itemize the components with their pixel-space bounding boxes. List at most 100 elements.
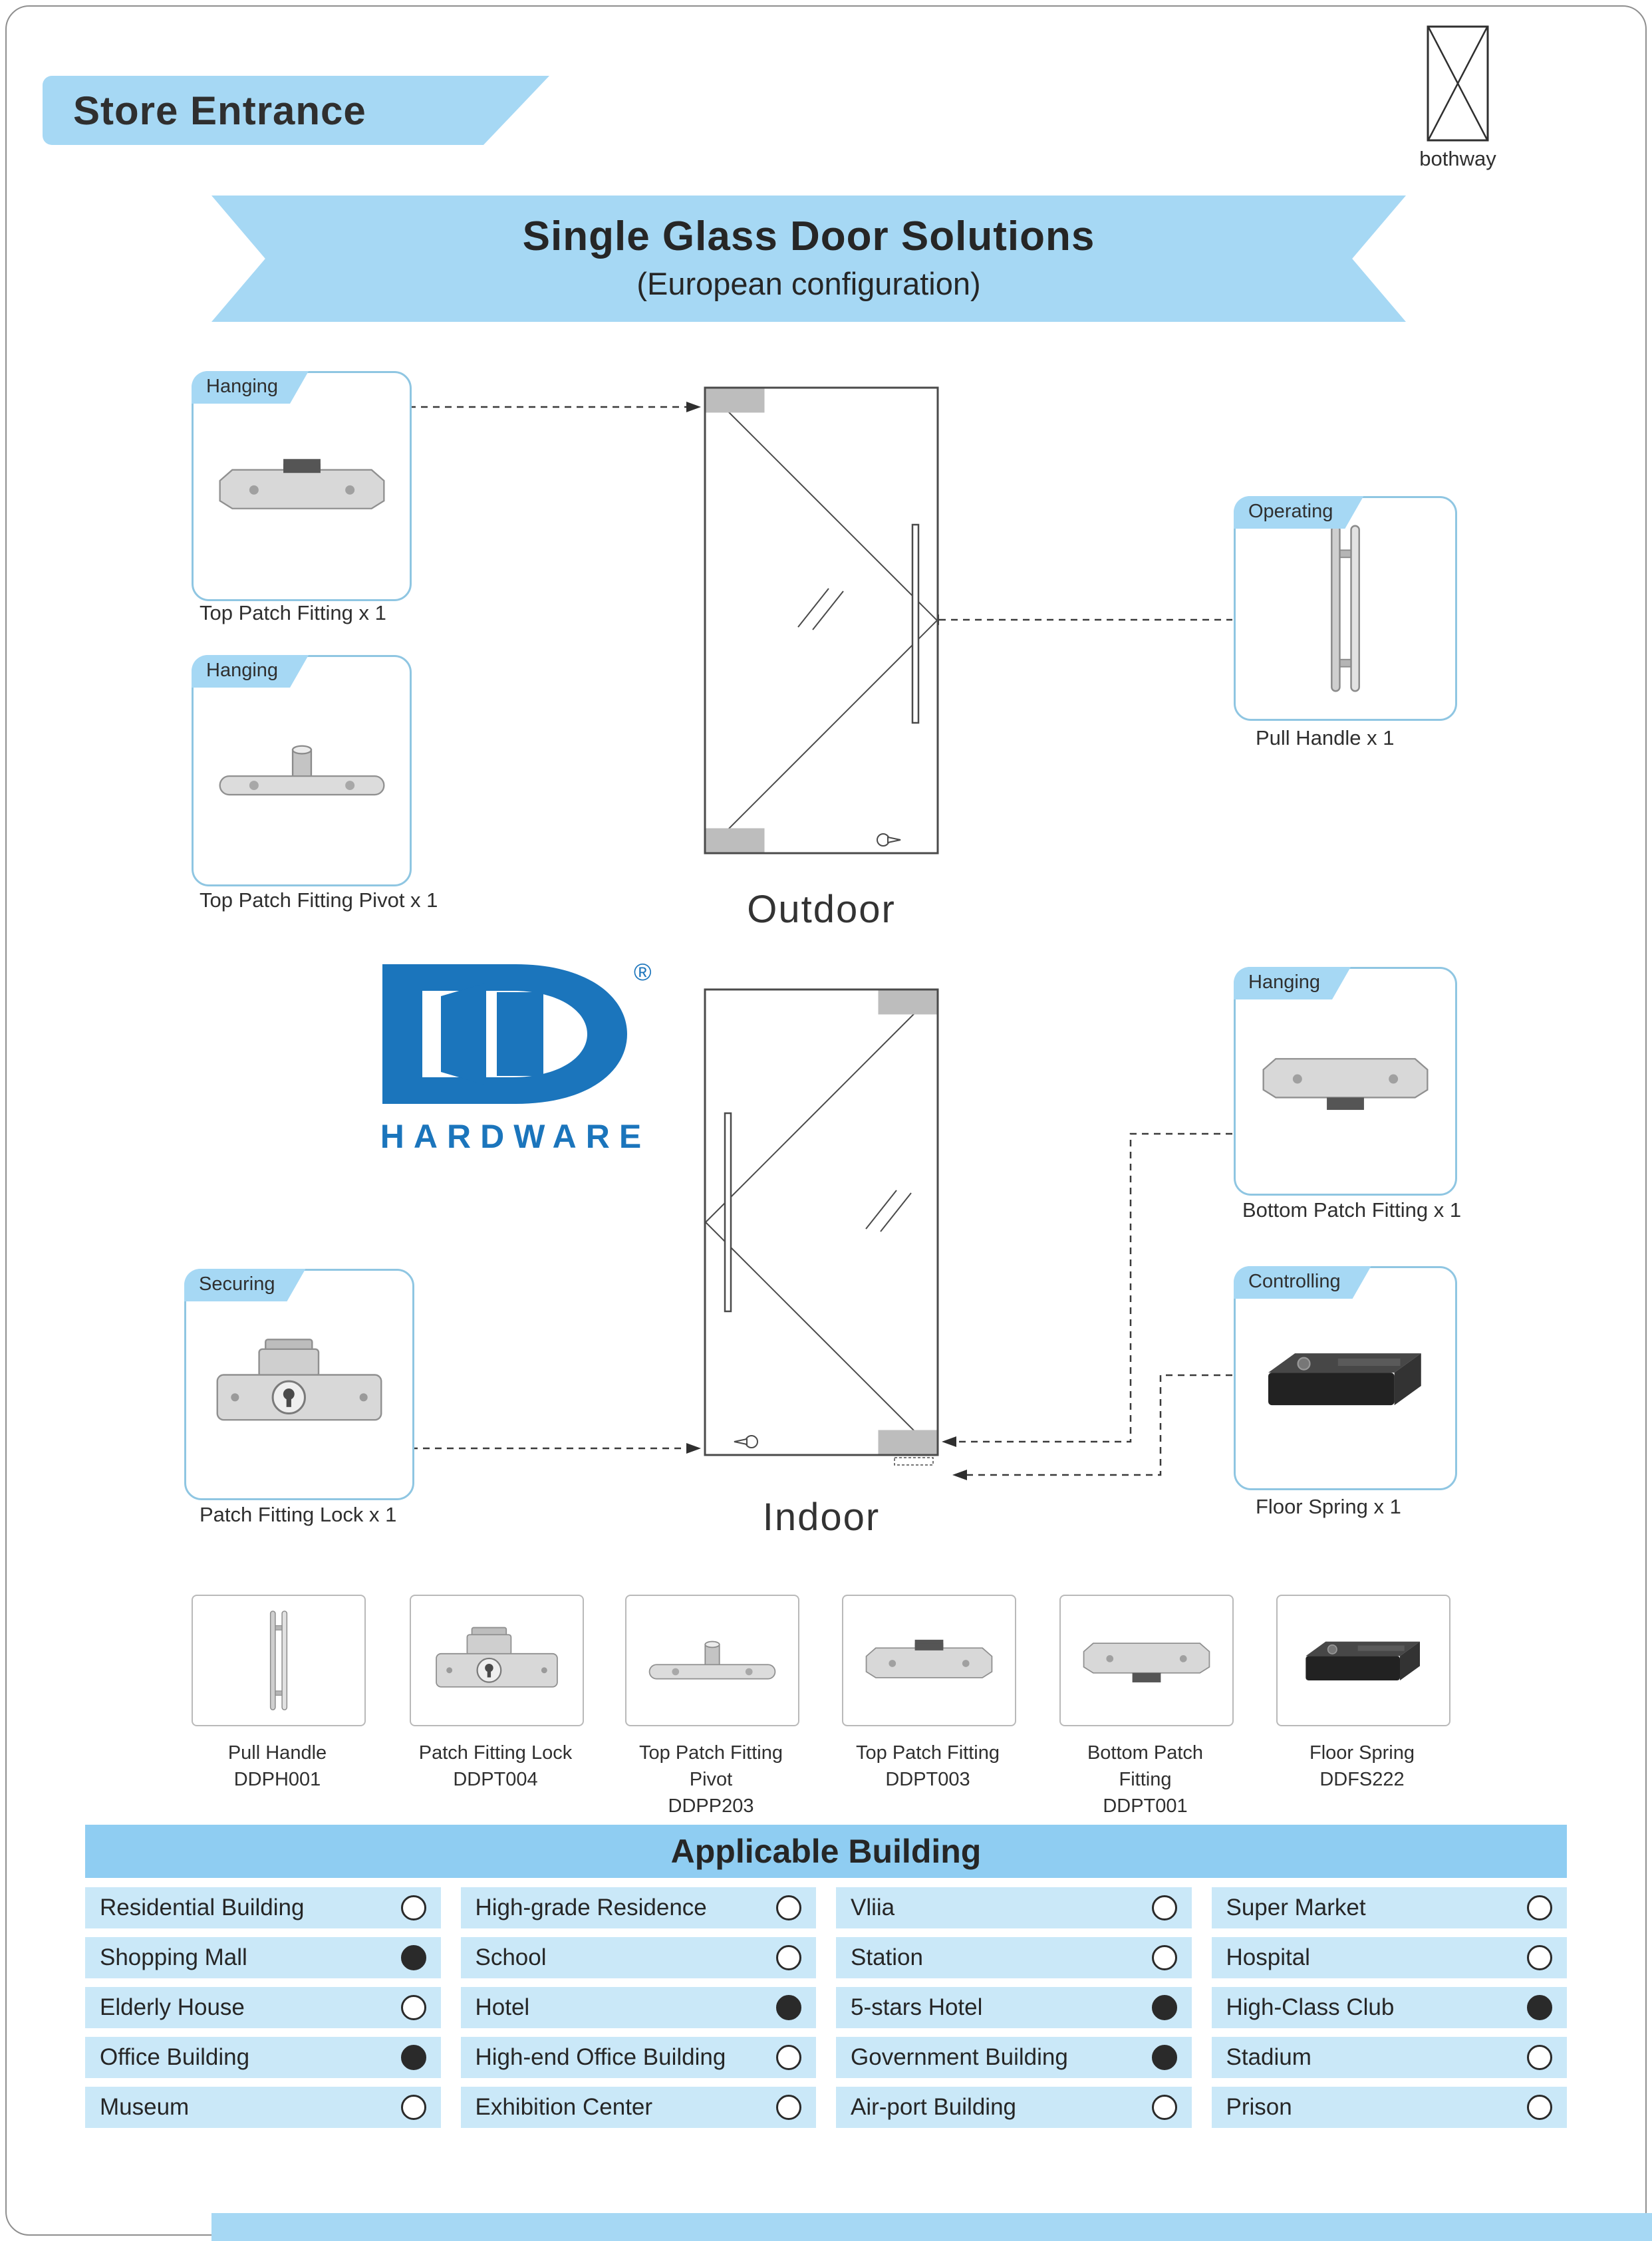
building-cell: Prison: [1211, 2087, 1567, 2128]
patch-fitting-lock-icon: [216, 1339, 382, 1421]
ribbon-title: Single Glass Door Solutions: [522, 213, 1095, 259]
callout-tag: Hanging: [192, 371, 309, 404]
callout-top-patch-fitting: Hanging: [192, 371, 412, 601]
building-cell: School: [460, 1937, 816, 1978]
company-logo: ® HARDWARE: [359, 956, 672, 1156]
top-patch-fitting-pivot-icon: [218, 745, 385, 796]
pull-handle-icon: [269, 1611, 288, 1710]
building-cell: Exhibition Center: [460, 2087, 816, 2128]
building-radio: [400, 2095, 426, 2120]
floor-spring-icon: [1268, 1353, 1421, 1405]
pull-handle-shape: [911, 523, 920, 724]
building-label: Exhibition Center: [475, 2094, 653, 2120]
top-patch-fitting-icon: [218, 459, 385, 509]
building-label: Elderly House: [100, 1994, 245, 2020]
registered-mark: ®: [634, 958, 652, 986]
pull-handle-shape: [724, 1112, 732, 1313]
callout-caption: Patch Fitting Lock x 1: [200, 1503, 397, 1526]
building-radio: [400, 2045, 426, 2070]
callout-caption: Top Patch Fitting x 1: [200, 601, 386, 624]
brand-name: bothway: [1419, 147, 1496, 170]
floor-spring-outline: [894, 1457, 934, 1466]
callout-tag: Hanging: [1234, 967, 1351, 999]
product-caption: Floor Spring DDFS222: [1276, 1740, 1448, 1793]
outdoor-door-diagram: [704, 386, 939, 855]
building-radio: [776, 1995, 801, 2020]
page-title: Store Entrance: [73, 88, 366, 133]
floor-spring-icon: [1306, 1641, 1420, 1680]
product-code: DDPT003: [885, 1769, 970, 1790]
building-radio: [776, 2095, 801, 2120]
lock-keyhole-icon: [877, 833, 901, 847]
product-code: DDPT004: [453, 1769, 538, 1790]
lock-keyhole-icon: [734, 1435, 758, 1448]
building-cell: High-Class Club: [1211, 1987, 1567, 2028]
callout-tag: Controlling: [1234, 1266, 1371, 1299]
building-label: High-end Office Building: [475, 2044, 726, 2070]
building-label: Stadium: [1226, 2044, 1311, 2070]
bottom-patch-fitting-block: [706, 828, 765, 853]
outdoor-label: Outdoor: [747, 888, 896, 931]
building-radio: [400, 1995, 426, 2020]
callout-caption: Floor Spring x 1: [1256, 1495, 1401, 1518]
building-radio: [1527, 1945, 1552, 1970]
footer-accent-bar: [211, 2213, 1652, 2241]
building-label: Residential Building: [100, 1895, 305, 1920]
product-name: Pull Handle: [227, 1742, 327, 1764]
product-code: DDPT001: [1103, 1795, 1188, 1817]
building-cell: Stadium: [1211, 2037, 1567, 2078]
building-label: Hotel: [475, 1994, 530, 2020]
brand-block: bothway: [1411, 25, 1504, 171]
building-cell: Museum: [85, 2087, 441, 2128]
logo-wordmark: HARDWARE: [380, 1118, 651, 1155]
building-label: Vliia: [851, 1895, 895, 1920]
building-label: Hospital: [1226, 1944, 1310, 1970]
top-patch-fitting-block: [878, 990, 937, 1015]
top-patch-fitting-icon: [865, 1639, 993, 1678]
building-radio: [776, 1895, 801, 1920]
building-cell: 5-stars Hotel: [836, 1987, 1192, 2028]
building-radio: [1151, 2095, 1177, 2120]
building-label: High-Class Club: [1226, 1994, 1395, 2020]
product-code: DDPH001: [233, 1769, 321, 1790]
pull-handle-icon: [1331, 525, 1360, 692]
building-cell: Elderly House: [85, 1987, 441, 2028]
building-radio: [1527, 1895, 1552, 1920]
indoor-label: Indoor: [762, 1496, 881, 1539]
product-card-floor-spring: [1276, 1595, 1450, 1726]
building-radio: [1527, 1995, 1552, 2020]
top-patch-fitting-pivot-icon: [648, 1641, 776, 1680]
building-label: High-grade Residence: [475, 1895, 707, 1920]
applicable-building-header: Applicable Building: [85, 1825, 1567, 1878]
building-cell: Shopping Mall: [85, 1937, 441, 1978]
callout-tag: Hanging: [192, 655, 309, 688]
building-label: 5-stars Hotel: [851, 1994, 983, 2020]
product-name: Top Patch Fitting: [856, 1742, 1000, 1764]
ribbon-subtitle: (European configuration): [636, 266, 981, 301]
callout-patch-fitting-lock: Securing: [184, 1269, 414, 1500]
callout-pull-handle: Operating: [1234, 496, 1457, 721]
applicable-building-title: Applicable Building: [670, 1833, 982, 1870]
top-patch-fitting-block: [706, 388, 765, 413]
product-name: Top Patch Fitting Pivot: [639, 1742, 783, 1790]
page-title-banner: Store Entrance: [43, 76, 549, 145]
product-card-patch-fitting-lock: [410, 1595, 584, 1726]
building-radio: [1151, 1895, 1177, 1920]
building-cell: Hospital: [1211, 1937, 1567, 1978]
building-cell: Air-port Building: [836, 2087, 1192, 2128]
applicable-building-grid: Residential Building High-grade Residenc…: [85, 1887, 1567, 2128]
building-radio: [776, 1945, 801, 1970]
building-label: Air-port Building: [851, 2094, 1016, 2120]
building-radio: [400, 1895, 426, 1920]
building-label: Station: [851, 1944, 923, 1970]
patch-fitting-lock-icon: [436, 1627, 558, 1688]
product-code: DDPP203: [668, 1795, 754, 1817]
callout-floor-spring: Controlling: [1234, 1266, 1457, 1490]
product-name: Bottom Patch Fitting: [1087, 1742, 1204, 1790]
ribbon-banner: Single Glass Door Solutions (European co…: [211, 196, 1406, 322]
company-logo-icon: ®: [382, 958, 652, 1104]
product-code: DDFS222: [1319, 1769, 1405, 1790]
bothway-logo-icon: [1427, 25, 1489, 142]
product-caption: Top Patch Fitting DDPT003: [842, 1740, 1014, 1793]
bottom-patch-fitting-icon: [1083, 1643, 1210, 1682]
